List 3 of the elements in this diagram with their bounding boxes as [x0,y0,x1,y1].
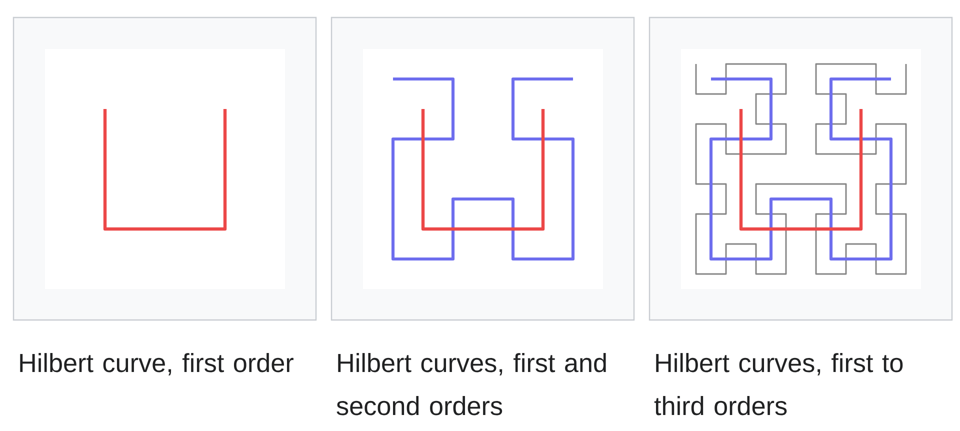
caption: Hilbert curve, first order [20,353,294,376]
caption: Hilbert curves, first to third orders [654,353,903,416]
caption: Hilbert curves, first and second orders [336,353,606,416]
